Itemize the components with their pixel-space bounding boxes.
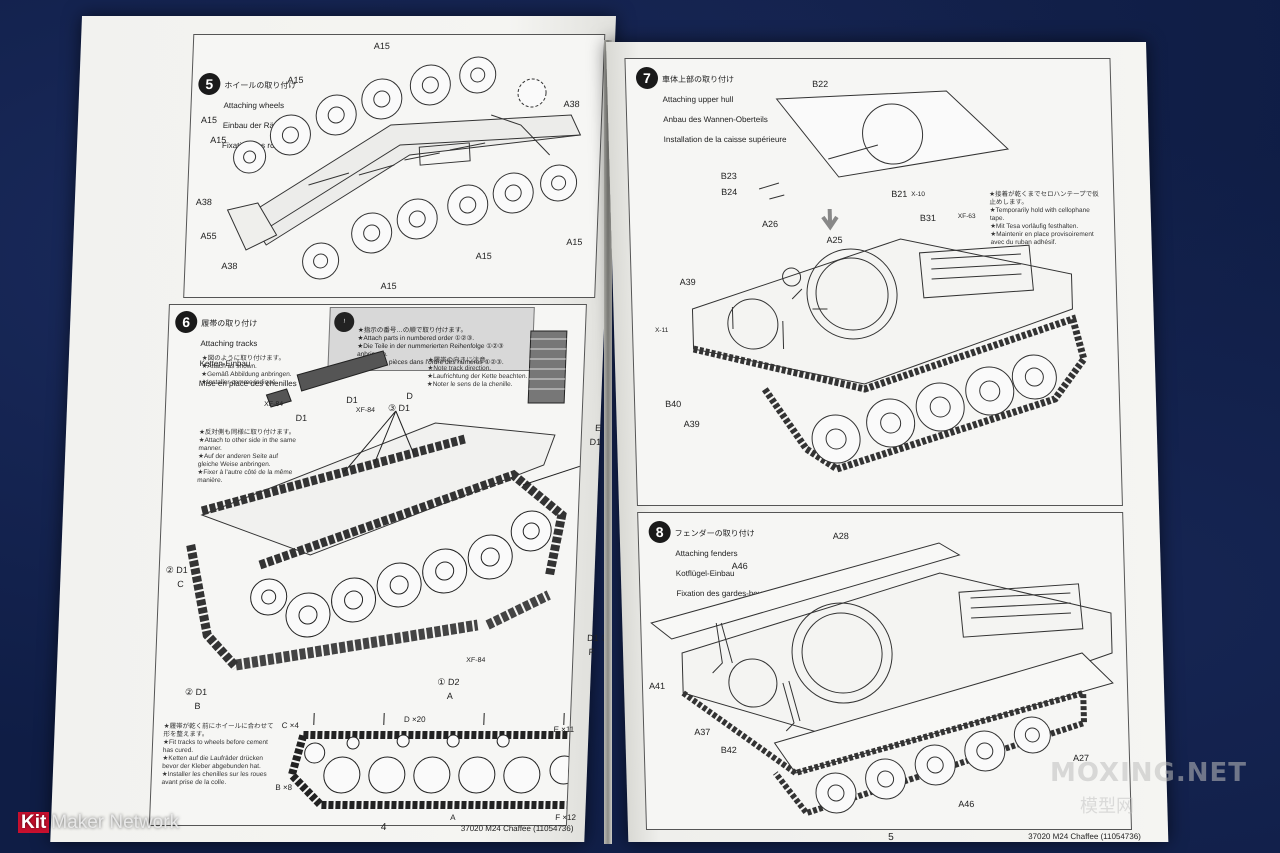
step8-label-a46-bottom: A46	[958, 799, 975, 809]
step6-label-d1-small: D1	[295, 413, 308, 423]
right-page: 7 車体上部の取り付け Attaching upper hull Anbau d…	[606, 42, 1169, 843]
step7-label-a26: A26	[761, 219, 779, 229]
step6-label-circ-a: A	[446, 691, 454, 701]
step5-label-a15-5: A15	[475, 251, 492, 261]
right-page-footer: 37020 M24 Chaffee (11054736)	[1028, 832, 1142, 841]
step7-label-a25: A25	[826, 235, 843, 245]
step7-label-x10: X-10	[911, 191, 926, 198]
step5-label-a55: A55	[200, 231, 217, 241]
step6-label-x8: B ×8	[275, 783, 293, 792]
step5-label-a15-7: A15	[380, 281, 397, 291]
step6-label-a-bottom: A	[450, 813, 456, 822]
left-page-number: 4	[380, 822, 387, 833]
step5-label-a15-3: A15	[200, 115, 218, 125]
step7-label-b31: B31	[919, 213, 937, 223]
step7-label-b21: B21	[891, 189, 908, 199]
step7-label-x11: X-11	[654, 327, 669, 334]
step5-wheel-drawing	[226, 56, 582, 280]
step6-label-x12: F ×12	[555, 813, 577, 822]
step6-label-circ-c: C	[176, 579, 184, 589]
step5-label-a15-6: A15	[566, 237, 583, 247]
step8-label-a41: A41	[648, 681, 666, 691]
step8-fender-drawing	[650, 542, 1114, 817]
step6-label-xf84-small: XF-84	[263, 401, 284, 408]
step6-track-drawing	[186, 330, 586, 809]
step6-label-d1-top: D1	[346, 395, 358, 405]
step6-label-3-d1: ③ D1	[387, 403, 411, 413]
right-page-number: 5	[888, 832, 894, 843]
step6-panel: 6 履帯の取り付け Attaching tracks Ketten-Einbau…	[148, 304, 612, 826]
step5-label-a15-1: A15	[373, 41, 391, 51]
step6-label-2-d1-c: ② D1	[165, 565, 188, 575]
step6-label-1-d2: ① D2	[437, 677, 460, 687]
step5-label-a38-3: A38	[221, 261, 238, 271]
step8-panel: 8 フェンダーの取り付け Attaching fenders Kotflügel…	[637, 512, 1133, 830]
step7-label-b40: B40	[664, 399, 682, 409]
kitmaker-logo-box: Kit	[18, 812, 50, 833]
step6-label-2-d1-b: ② D1	[184, 687, 208, 697]
step6-label-x20: D ×20	[403, 715, 426, 724]
kitmaker-logo-text: Maker Network	[51, 812, 180, 833]
step5-label-a15-2: A15	[287, 75, 304, 85]
left-page: 5 ホイールの取り付け Attaching wheels Einbau der …	[50, 16, 616, 842]
step7-label-a39-bottom: A39	[683, 419, 700, 429]
step5-label-a38-1: A38	[563, 99, 580, 109]
step6-label-circ-d: D	[406, 391, 414, 401]
step6-label-xf84-bottom: XF-84	[466, 657, 486, 664]
book-spine	[604, 40, 612, 844]
moxing-watermark: MOXING.NET	[1050, 758, 1248, 788]
step8-label-b42: B42	[720, 745, 737, 755]
step5-panel: 5 ホイールの取り付け Attaching wheels Einbau der …	[183, 34, 606, 298]
left-page-footer: 37020 M24 Chaffee (11054736)	[460, 824, 574, 833]
step6-label-x4: C ×4	[281, 721, 300, 730]
step6-label-circ-e: E	[594, 423, 602, 433]
step8-label-a28: A28	[832, 531, 849, 541]
moxing-watermark-cn: 模型网	[1080, 796, 1134, 816]
step7-label-b24: B24	[721, 187, 738, 197]
step5-label-a38-2: A38	[195, 197, 213, 207]
step7-label-xf63: XF-63	[957, 213, 976, 220]
step8-label-a37: A37	[694, 727, 711, 737]
step8-label-a46-top: A46	[731, 561, 748, 571]
step6-label-xf84-top: XF-84	[355, 407, 376, 414]
step7-panel: 7 車体上部の取り付け Attaching upper hull Anbau d…	[624, 58, 1123, 506]
step7-label-b22: B22	[812, 79, 829, 89]
step7-label-b23: B23	[720, 171, 737, 181]
step6-label-x11: E ×11	[553, 725, 575, 734]
step6-label-circ-b: B	[194, 701, 201, 711]
step7-hull-drawing	[691, 90, 1088, 473]
step6-label-circ-f: F	[588, 647, 595, 657]
step5-label-a15-4: A15	[210, 135, 227, 145]
step7-label-a39-top: A39	[679, 277, 696, 287]
